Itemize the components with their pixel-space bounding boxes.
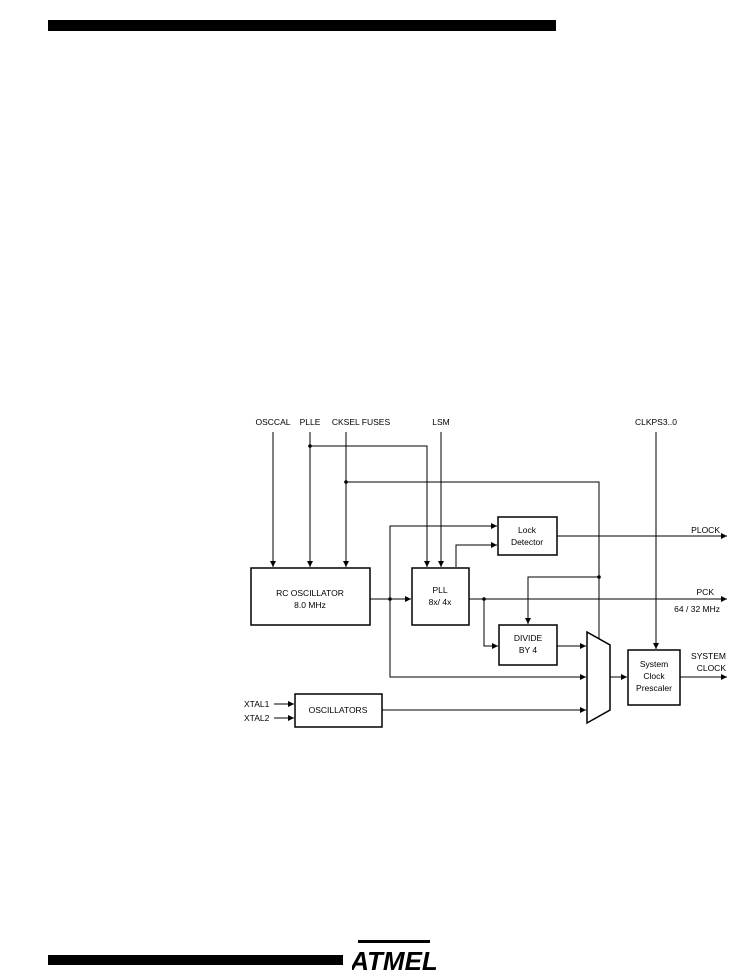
prescaler-label-2: Clock [643, 671, 665, 681]
header-bar [48, 20, 556, 31]
plle-label: PLLE [300, 417, 321, 427]
pll-block: PLL 8x/ 4x [411, 567, 470, 626]
system-clock-label-2: CLOCK [697, 663, 727, 673]
rc-oscillator-block: RC OSCILLATOR 8.0 MHz [250, 567, 371, 626]
clkps-label: CLKPS3..0 [635, 417, 677, 427]
cksel-to-mux-wire [346, 481, 600, 662]
clock-multiplexer [586, 630, 611, 725]
feedback-to-divide-wire [525, 576, 599, 624]
lock-detector-label-2: Detector [511, 537, 543, 547]
rc-to-lock-wire [389, 523, 497, 599]
divide-by-4-block: DIVIDE BY 4 [498, 624, 558, 666]
oscillators-block: OSCILLATORS [294, 693, 383, 728]
divide-label-1: DIVIDE [514, 633, 543, 643]
lock-detector-label-1: Lock [518, 525, 537, 535]
xtal2-label: XTAL2 [244, 713, 270, 723]
pck-label: PCK [697, 587, 715, 597]
rc-to-mux-wire [389, 599, 586, 680]
lsm-label: LSM [432, 417, 449, 427]
oscillators-label: OSCILLATORS [309, 705, 368, 715]
rc-oscillator-label: RC OSCILLATOR [276, 588, 344, 598]
rc-oscillator-freq: 8.0 MHz [294, 600, 326, 610]
divide-label-2: BY 4 [519, 645, 538, 655]
osccal-label: OSCCAL [256, 417, 291, 427]
cksel-fuses-label: CKSEL FUSES [332, 417, 391, 427]
lock-detector-block: Lock Detector [497, 516, 558, 556]
pck-to-divide-wire [483, 599, 498, 649]
pck-frequency-label: 64 / 32 MHz [674, 604, 720, 614]
plock-label: PLOCK [691, 525, 720, 535]
atmel-logo: ATMEL [352, 940, 436, 976]
pll-multiplier: 8x/ 4x [429, 597, 452, 607]
prescaler-label-3: Prescaler [636, 683, 672, 693]
system-clock-label-1: SYSTEM [691, 651, 726, 661]
prescaler-label-1: System [640, 659, 668, 669]
footer-bar [48, 955, 343, 965]
atmel-logo-text: ATMEL [352, 946, 436, 976]
plle-to-pll-wire [310, 445, 430, 567]
pll-to-lock-wire [455, 542, 497, 567]
system-clock-prescaler-block: System Clock Prescaler [627, 649, 681, 706]
pll-label: PLL [432, 585, 447, 595]
xtal1-label: XTAL1 [244, 699, 270, 709]
